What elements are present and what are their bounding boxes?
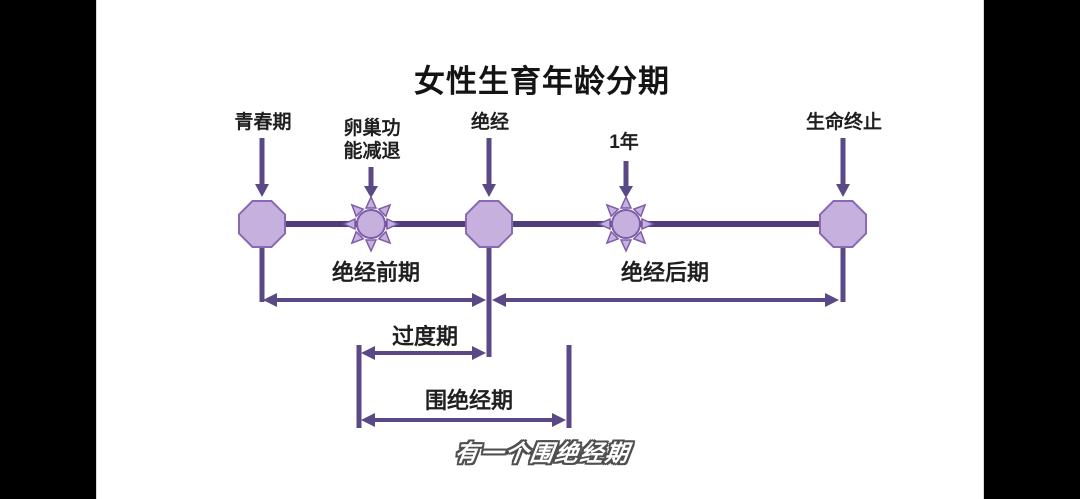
period-label-perimenopause: 围绝经期 (424, 388, 514, 413)
pointer-arrow-puberty (255, 138, 269, 197)
octagon-marker-menopause (465, 200, 513, 248)
pointer-arrow-one-year (619, 161, 633, 198)
span-arrow-premenopause (263, 293, 486, 307)
sun-marker-ovarian-decline (342, 195, 400, 253)
octagon-marker-life-end (819, 200, 867, 248)
milestone-label-one-year: 1年 (609, 132, 639, 153)
period-label-postmenopause: 绝经后期 (620, 260, 710, 285)
sun-marker-one-year (597, 195, 655, 253)
pointer-arrow-life-end (836, 138, 850, 197)
span-arrow-transition (361, 346, 486, 360)
span-arrow-perimenopause (361, 413, 566, 427)
span-arrow-postmenopause (492, 293, 839, 307)
pointer-arrow-ovarian-decline (364, 167, 378, 198)
milestone-label-line2: 能减退 (343, 141, 401, 162)
page-title: 女性生育年龄分期 (414, 64, 670, 99)
milestone-label-ovarian-decline: 卵巢功 能减退 (343, 117, 400, 163)
period-label-premenopause: 绝经前期 (331, 260, 421, 285)
pointer-arrow-menopause (482, 138, 496, 197)
milestone-label-puberty: 青春期 (234, 112, 292, 133)
milestone-label-life-end: 生命终止 (805, 112, 883, 133)
milestone-label-line1: 卵巢功 (343, 118, 401, 139)
slide-canvas: 女性生育年龄分期 青春期 卵巢功 能减退 绝经 1年 生命终止 绝经前期 绝经后… (96, 0, 984, 499)
milestone-label-menopause: 绝经 (470, 112, 510, 133)
octagon-marker-puberty (238, 200, 286, 248)
period-label-transition: 过度期 (391, 324, 459, 349)
